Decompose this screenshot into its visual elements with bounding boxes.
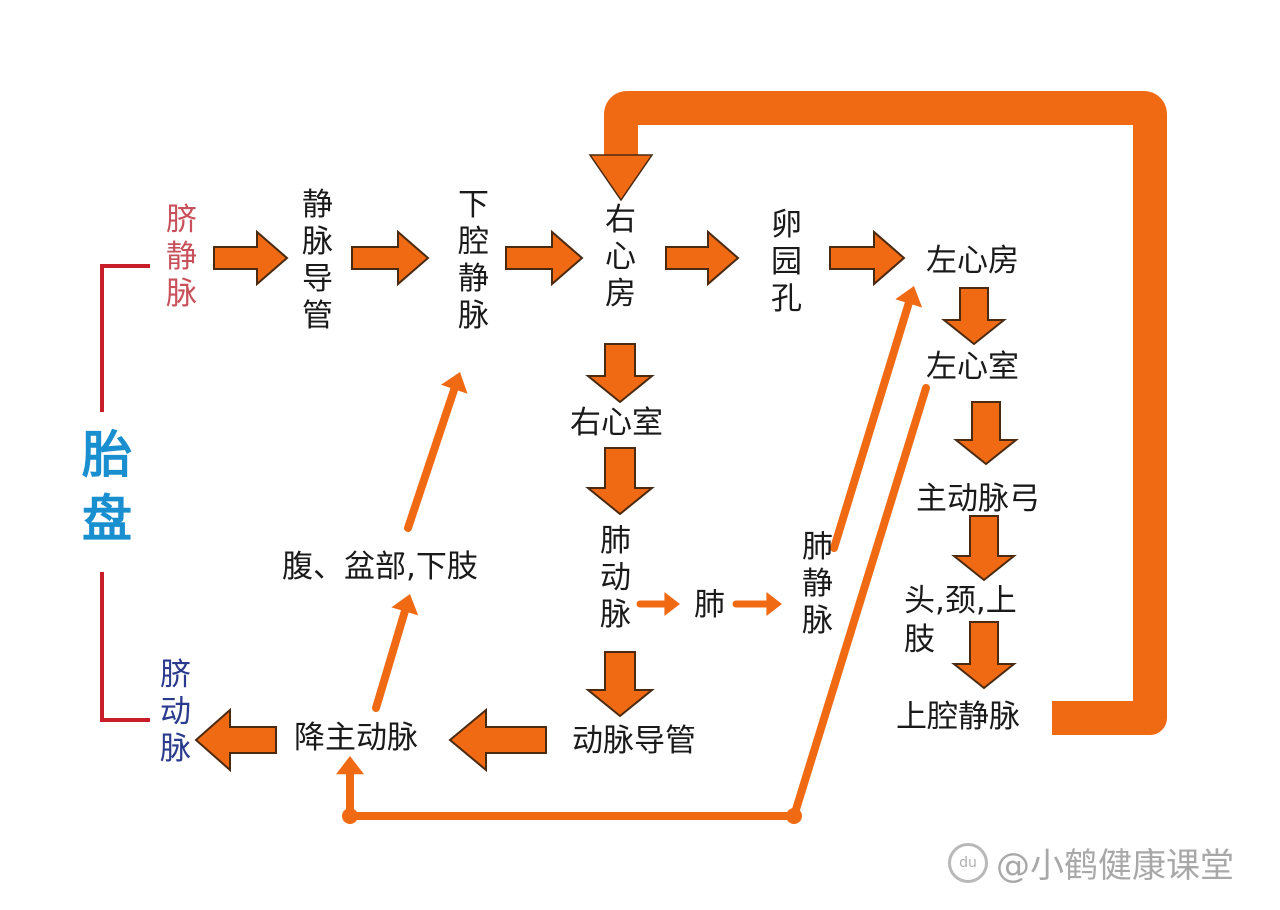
ductus-arteriosus-label: 动脉导管 [572, 723, 696, 759]
arrow-dv-to-ivc [351, 229, 430, 287]
right-atrium-label: 右心房 [605, 202, 636, 312]
watermark-text: @小鹤健康课堂 [996, 846, 1234, 886]
arrow-pv-to-la-head [895, 286, 923, 308]
pulmonary-vein-label: 肺静脉 [802, 529, 833, 639]
arrow-da-to-da [448, 707, 547, 773]
arrow-abdomen-to-ivc-shaft [404, 385, 459, 532]
du-logo-text: du [959, 854, 977, 871]
umbilical-artery-label: 脐动脉 [160, 657, 191, 767]
foramen-ovale-label: 卵园孔 [771, 207, 802, 317]
pulmonary-artery-label: 肺动脉 [600, 523, 631, 633]
head-neck-upper-limbs-label: 头,颈,上肢 [904, 583, 1017, 658]
left-ventricle-label: 左心室 [926, 349, 1019, 385]
arrow-abdomen-to-ivc-head [441, 372, 468, 394]
abdomen-pelvis-lower-limbs-label: 腹、盆部,下肢 [282, 549, 478, 585]
du-logo-icon: du [948, 842, 988, 883]
path-corner-dot-right [786, 808, 802, 824]
arrow-ra-to-fo [665, 229, 740, 287]
aortic-arch-label: 主动脉弓 [916, 481, 1040, 517]
superior-vena-cava-label: 上腔静脉 [896, 699, 1020, 735]
arrow-fo-to-la [829, 229, 906, 287]
ductus-venosus-label: 静脉导管 [302, 187, 333, 334]
arrow-lung-to-pv-head [766, 592, 782, 616]
arrow-la-to-lv [941, 287, 1007, 346]
watermark: du @小鹤健康课堂 [948, 838, 1234, 887]
placenta-bracket-gap [72, 412, 134, 572]
right-ventricle-label: 右心室 [570, 405, 663, 441]
umbilical-vein-label: 脐静脉 [166, 202, 197, 312]
svc-return-loop [604, 91, 1167, 735]
arrow-return-to-da-head [336, 756, 364, 775]
arrow-pa-to-da [585, 651, 655, 718]
path-lv-down-shaft [790, 384, 930, 820]
descending-aorta-label: 降主动脉 [294, 720, 418, 756]
arrow-pa-to-lung-head [664, 592, 680, 616]
arrow-lv-to-aortic-arch [953, 401, 1019, 466]
arrow-uv-to-dv [213, 229, 289, 287]
arrow-da-to-abdomen-shaft [372, 607, 409, 712]
inferior-vena-cava-label: 下腔静脉 [458, 187, 489, 334]
arrow-head-to-svc [951, 621, 1017, 690]
placenta-label: 胎盘 [82, 426, 132, 548]
arrow-ivc-to-ra [505, 229, 584, 287]
arrow-ra-to-rv [585, 343, 655, 404]
arrow-da-to-ua [194, 707, 277, 773]
lung-label: 肺 [694, 587, 725, 623]
arrow-da-to-abdomen-head [391, 594, 419, 616]
left-atrium-label: 左心房 [926, 243, 1019, 279]
arrow-aortic-arch-to-head [951, 515, 1017, 582]
svc-return-arrowhead [588, 154, 654, 202]
arrow-pv-to-la-shaft [830, 299, 913, 552]
arrow-rv-to-pa [585, 447, 655, 516]
